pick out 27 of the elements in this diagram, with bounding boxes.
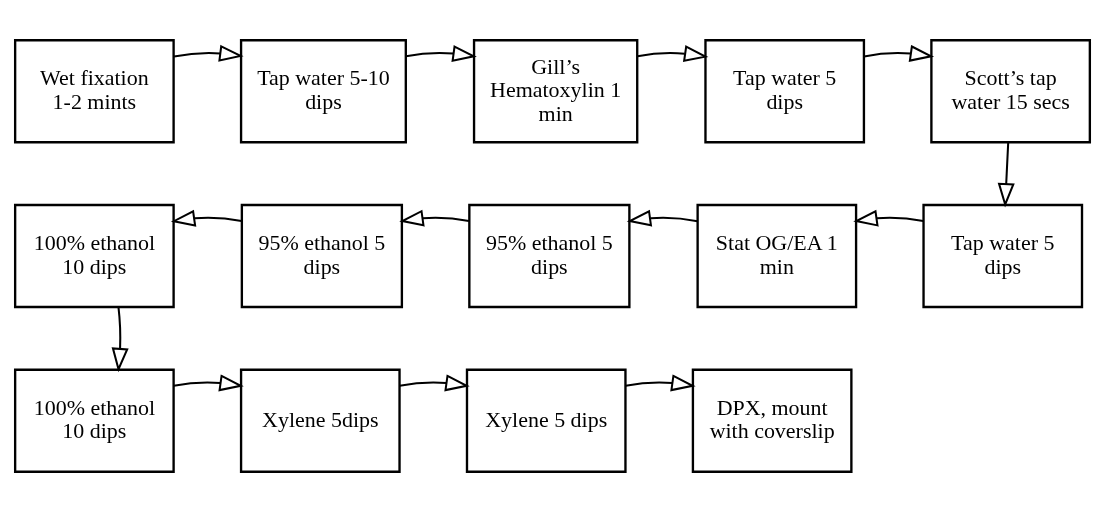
arrow	[173, 44, 244, 62]
arrow	[863, 44, 935, 62]
node-box: Wet fixation 1-2 mints	[13, 38, 175, 143]
arrow	[399, 373, 470, 391]
node-box: Tap water 5 dips	[922, 203, 1084, 308]
arrow	[111, 306, 129, 372]
node-box: 95% ethanol 5 dips	[468, 203, 631, 308]
node-box: Tap water 5 dips	[704, 38, 866, 143]
node-box: Xylene 5 dips	[465, 368, 627, 473]
node-box: Gill’s Hematoxylin 1 min	[472, 38, 639, 143]
node-box: DPX, mount with coverslip	[691, 368, 853, 473]
arrow	[170, 209, 242, 227]
arrow	[405, 44, 477, 62]
arrow	[853, 209, 924, 227]
arrow	[626, 209, 698, 227]
node-box: 100% ethanol 10 dips	[13, 203, 175, 308]
node-box: 100% ethanol 10 dips	[13, 368, 175, 473]
arrow	[399, 209, 470, 227]
node-box: Xylene 5dips	[239, 368, 401, 473]
arrow	[173, 373, 244, 391]
node-box: Stat OG/EA 1 min	[696, 203, 858, 308]
node-box: Scott’s tap water 15 secs	[930, 38, 1092, 143]
arrow	[637, 44, 709, 62]
arrow	[997, 142, 1015, 208]
node-box: Tap water 5-10 dips	[239, 38, 407, 143]
arrow	[625, 373, 696, 391]
node-box: 95% ethanol 5 dips	[240, 203, 404, 308]
